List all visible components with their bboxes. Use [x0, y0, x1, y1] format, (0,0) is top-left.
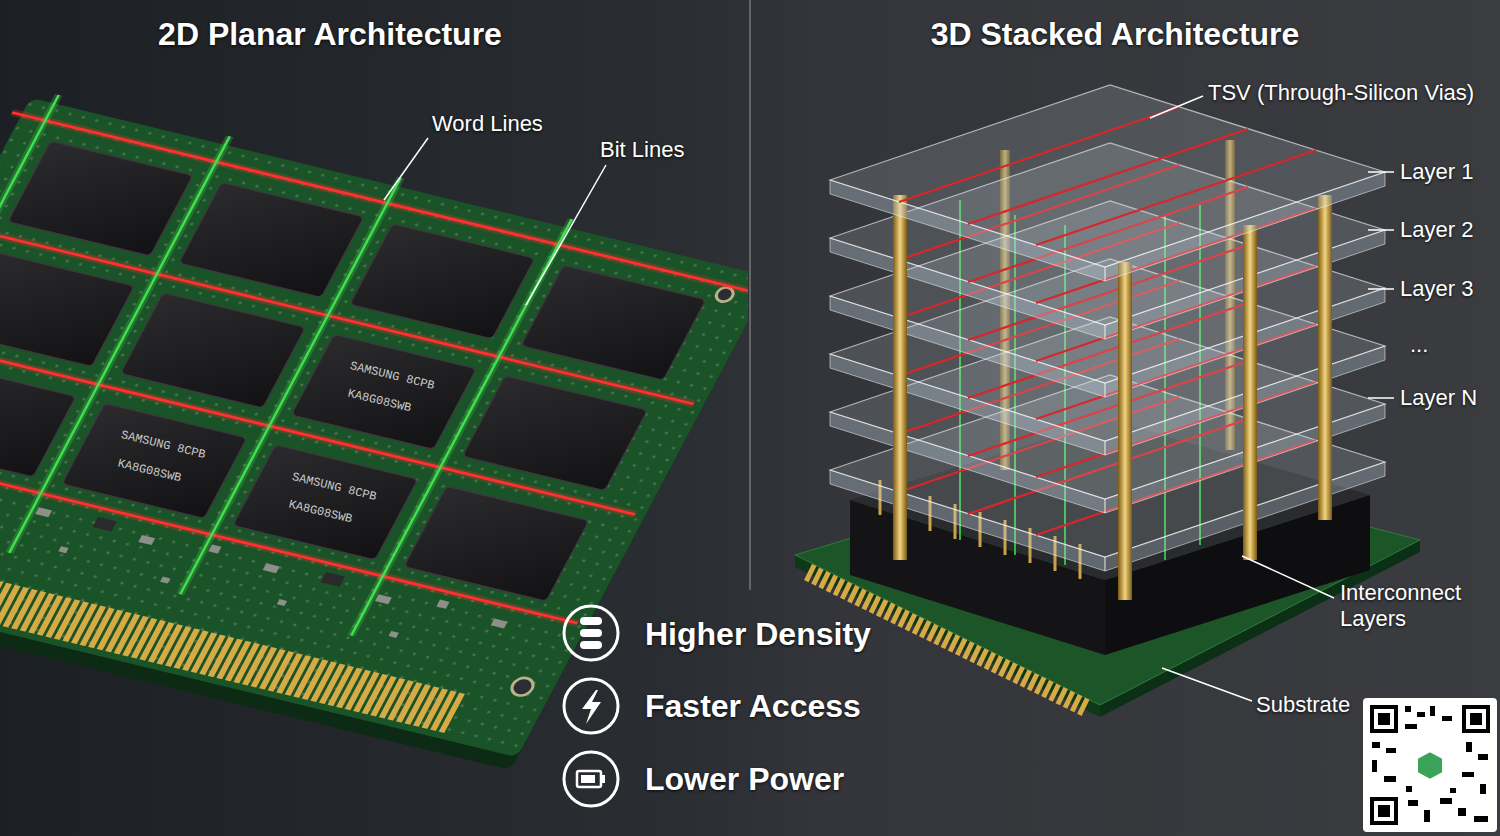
- bit-lines: [0, 95, 572, 636]
- tsv-pillar: [1243, 225, 1257, 560]
- board: [0, 98, 748, 758]
- tsv-pillar: [1318, 195, 1332, 520]
- part-label: Substrate: [1256, 692, 1350, 718]
- gold-contacts: [0, 533, 465, 733]
- part-label: TSV (Through-Silicon Vias): [1208, 80, 1474, 106]
- leader-line: [384, 138, 428, 200]
- battery-icon: [577, 771, 605, 787]
- layer-label: Layer 2: [1400, 217, 1473, 243]
- icon-ring: [564, 679, 618, 733]
- feature-label: Higher Density: [645, 615, 871, 653]
- module-board: [0, 87, 748, 770]
- chip-marking: SAMSUNG 8CPB: [290, 470, 377, 504]
- database-icon: [580, 617, 602, 649]
- lightning-icon: [582, 690, 601, 724]
- part-label: Bit Lines: [600, 137, 684, 163]
- divider: [749, 0, 751, 590]
- icon-ring: [564, 606, 618, 660]
- section-heading: 2D Planar Architecture: [158, 15, 502, 53]
- board-vias: [0, 98, 748, 758]
- word-lines: [0, 112, 748, 623]
- chip-marking: KA8G08SWB: [116, 456, 182, 485]
- leader-line: [526, 165, 606, 305]
- layer-label: Layer 3: [1400, 276, 1473, 302]
- feature-label: Lower Power: [645, 760, 844, 798]
- chip-marking: KA8G08SWB: [346, 386, 412, 415]
- part-label: Interconnect Layers: [1340, 580, 1490, 633]
- tsv-pillar: [1118, 262, 1132, 600]
- memory-module: [0, 87, 748, 770]
- layer-label: Layer N: [1400, 385, 1477, 411]
- section-heading: 3D Stacked Architecture: [931, 15, 1300, 53]
- chip-marking: KA8G08SWB: [287, 497, 353, 526]
- layer-label: Layer 1: [1400, 159, 1473, 185]
- ellipsis-label: ...: [1410, 332, 1428, 358]
- stacked-memory: [795, 85, 1420, 717]
- tsv-pillar: [893, 195, 907, 560]
- feature-icons: [564, 606, 618, 806]
- chip-marking: SAMSUNG 8CPB: [348, 359, 435, 393]
- icon-ring: [564, 752, 618, 806]
- chip-marking: SAMSUNG 8CPB: [119, 428, 206, 462]
- glass-layer: [830, 85, 1385, 281]
- part-label: Word Lines: [432, 111, 543, 137]
- qr-code: [1363, 698, 1497, 832]
- mount-hole: [509, 676, 537, 698]
- feature-label: Faster Access: [645, 687, 861, 725]
